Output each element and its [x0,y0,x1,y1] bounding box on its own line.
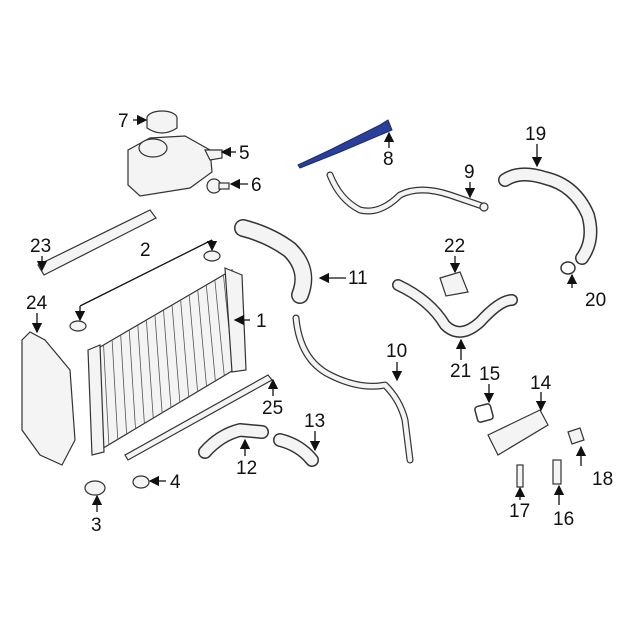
radiator-fin [128,329,136,429]
callout-1: 1 [256,311,267,332]
radiator-fin [154,314,163,413]
callout-19: 19 [525,124,546,145]
part-10-hose-assembly[interactable] [292,314,414,464]
part-21-lower-hose[interactable] [392,279,518,338]
part-18-bleeder[interactable] [567,427,585,445]
part-19-hose[interactable] [498,167,598,265]
radiator-fin [214,279,225,376]
radiator-fin [111,339,119,440]
callout-9: 9 [464,162,475,183]
callout-4: 4 [170,472,181,493]
callout-17: 17 [509,501,530,522]
callout-12: 12 [236,458,257,479]
callout-23: 23 [30,236,51,257]
leader-lines [31,114,587,512]
part-8-bracket-highlighted[interactable] [297,119,393,169]
radiator-fin [103,344,110,445]
callout-11: 11 [348,268,368,289]
callout-16: 16 [553,509,574,530]
part-7-reservoir-cap[interactable] [146,110,178,134]
part-1-radiator[interactable] [87,267,247,456]
radiator-fin [197,289,207,387]
part-14-thermostat-housing[interactable] [487,409,549,456]
callout-21: 21 [450,361,471,382]
callout-labels: 1 2 3 4 5 6 7 8 9 10 11 12 13 14 15 16 1… [26,111,613,536]
radiator-fin [180,299,190,397]
part-15-gasket[interactable] [474,403,494,423]
callout-2: 2 [140,240,151,261]
radiator-fin [120,334,128,435]
callout-10: 10 [386,341,407,362]
callout-8: 8 [383,149,394,170]
part-22-bracket[interactable] [439,271,469,297]
part-17-stud[interactable] [516,464,524,488]
part-13-hose[interactable] [273,433,319,467]
callout-18: 18 [592,469,613,490]
callout-25: 25 [262,398,283,419]
part-23-seal-strip[interactable] [37,209,157,276]
radiator-fin [145,319,154,419]
part-4-nut[interactable] [132,475,150,489]
radiator-fin [171,304,181,403]
part-20-clamp[interactable] [560,261,576,275]
radiator-fin [205,284,216,381]
radiator-fin [188,294,199,392]
callout-7: 7 [118,111,129,132]
callout-13: 13 [304,411,325,432]
callout-22: 22 [444,236,465,257]
callout-3: 3 [91,515,102,536]
part-6-bolt[interactable] [206,178,230,194]
part-11-upper-hose[interactable] [234,219,313,304]
part-12-hose[interactable] [198,423,269,459]
part-5-coolant-reservoir[interactable] [127,135,223,197]
part-3-isolator[interactable] [84,480,106,496]
radiator-fin [137,324,145,424]
radiator-fin [163,309,172,408]
part-16-bolt[interactable] [552,459,562,485]
callout-20: 20 [585,290,606,311]
callout-6: 6 [251,175,262,196]
part-9-coolant-tube[interactable] [326,171,489,215]
callout-15: 15 [479,364,500,385]
callout-24: 24 [26,293,48,314]
part-24-air-deflector[interactable] [21,331,76,466]
callout-14: 14 [530,373,552,394]
callout-5: 5 [239,143,250,164]
